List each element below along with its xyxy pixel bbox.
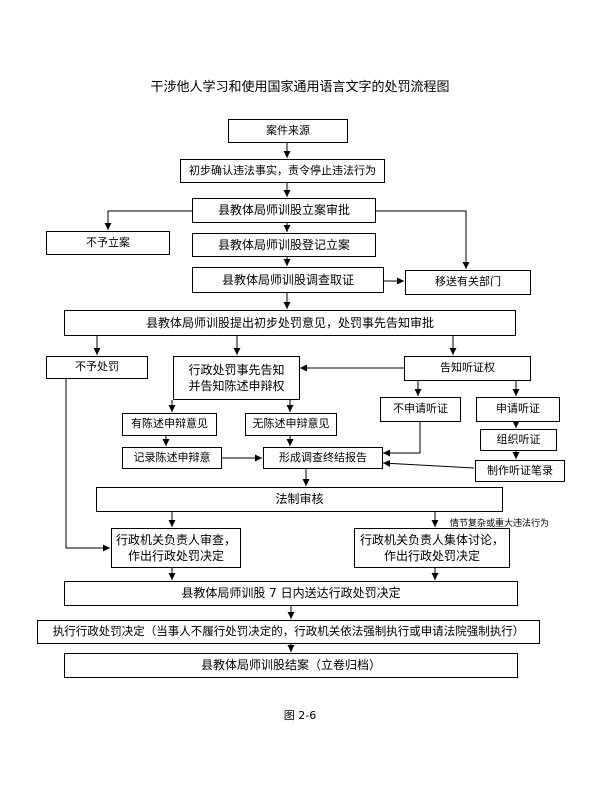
arrow-approve-to-transfer xyxy=(376,210,470,269)
node-approve-filing: 县教体局师训股立案审批 xyxy=(192,198,376,223)
node-preliminary-opinion: 县教体局师训股提出初步处罚意见，处罚事先告知审批 xyxy=(64,310,516,336)
node-transfer-dept: 移送有关部门 xyxy=(405,270,531,295)
node-prior-notice-line1: 行政处罚事先告知 xyxy=(188,362,285,377)
node-no-penalty: 不予处罚 xyxy=(46,356,148,379)
node-apply-hearing: 申请听证 xyxy=(476,397,560,422)
node-record-defense: 记录陈述申辩意 xyxy=(122,447,222,469)
node-no-filing: 不予立案 xyxy=(46,231,170,255)
figure-caption: 图 2-6 xyxy=(283,709,317,722)
node-legal-review: 法制审核 xyxy=(96,487,503,512)
arrow-nohearing-to-report xyxy=(383,422,421,457)
arrow-approve-to-nofiling xyxy=(104,210,192,230)
node-hearing-right: 告知听证权 xyxy=(404,356,531,381)
node-execute-decision: 执行行政处罚决定（当事人不履行处罚决定的，行政机关依法强制执行或申请法院强制执行… xyxy=(37,620,540,644)
node-head-review: 行政机关负责人审查， 作出行政处罚决定 xyxy=(111,528,241,568)
page-title: 干涉他人学习和使用国家通用语言文字的处罚流程图 xyxy=(150,80,450,95)
node-collective-line2: 作出行政处罚决定 xyxy=(383,549,480,563)
node-organize-hearing: 组织听证 xyxy=(480,429,557,451)
node-head-review-line2: 作出行政处罚决定 xyxy=(127,549,224,563)
node-register-filing: 县教体局师训股登记立案 xyxy=(192,233,376,257)
node-head-review-line1: 行政机关负责人审查， xyxy=(115,532,236,547)
node-collective-line1: 行政机关负责人集体讨论， xyxy=(359,532,504,547)
arrow-nopenalty-to-headreview xyxy=(65,379,110,552)
note-serious-case: 情节复杂或重大违法行为 xyxy=(450,519,550,529)
node-no-defense: 无陈述申辩意见 xyxy=(245,413,337,436)
node-final-report: 形成调查终结报告 xyxy=(263,447,383,469)
node-prior-notice: 行政处罚事先告知 并告知陈述申辩权 xyxy=(173,356,300,400)
node-investigate: 县教体局师训股调查取证 xyxy=(192,267,384,293)
node-collective-discussion: 行政机关负责人集体讨论， 作出行政处罚决定 xyxy=(354,528,510,568)
node-close-case: 县教体局师训股结案（立卷归档） xyxy=(64,653,518,678)
node-has-defense: 有陈述申辩意见 xyxy=(122,413,217,436)
node-no-hearing: 不申请听证 xyxy=(380,397,461,422)
node-initial-confirm: 初步确认违法事实，责令停止违法行为 xyxy=(180,159,385,183)
node-deliver-decision: 县教体局师训股 7 日内送达行政处罚决定 xyxy=(64,581,518,606)
node-hearing-transcript: 制作听证笔录 xyxy=(475,460,565,482)
node-case-source: 案件来源 xyxy=(228,119,348,143)
node-prior-notice-line2: 并告知陈述申辩权 xyxy=(188,379,285,393)
arrow-transcript-to-report xyxy=(382,459,475,469)
